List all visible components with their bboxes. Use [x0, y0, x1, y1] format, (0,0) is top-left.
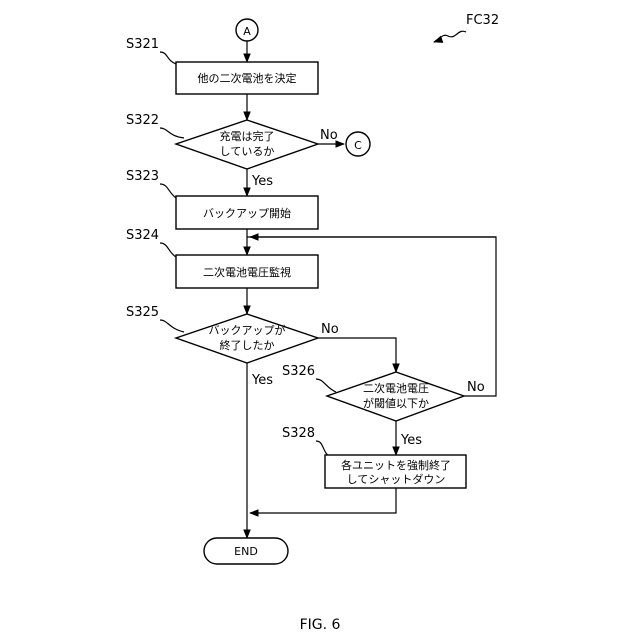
decision-text-s325-line2: 終了したか — [220, 338, 275, 352]
step-label-s322: S322 — [126, 113, 159, 128]
branch-label-s326-yes: Yes — [400, 433, 422, 448]
decision-text-s325-line1: バックアップが — [209, 323, 286, 337]
figure-id: FC32 — [466, 13, 499, 28]
step-label-s326: S326 — [282, 364, 315, 379]
process-text-s324: 二次電池電圧監視 — [203, 265, 291, 279]
branch-label-s322-yes: Yes — [251, 174, 273, 189]
figure-id-pointer — [434, 31, 466, 42]
step-label-s323: S323 — [126, 169, 159, 184]
branch-label-s325-no: No — [321, 322, 339, 337]
branch-label-s322-no: No — [320, 128, 338, 143]
decision-text-s322-line2: しているか — [220, 145, 275, 158]
decision-text-s326-line1: 二次電池電圧 — [363, 381, 429, 395]
figure-caption: FIG. 6 — [300, 617, 341, 633]
step-label-s328: S328 — [282, 426, 315, 441]
decision-text-s326-line2: が閾値以下か — [363, 396, 429, 410]
end-terminator-text: END — [234, 545, 258, 558]
branch-label-s326-no: No — [467, 380, 485, 395]
step-label-s324: S324 — [126, 228, 159, 243]
connector-a-label: A — [243, 25, 251, 38]
process-text-s328-line2: してシャットダウン — [347, 472, 446, 486]
step-label-s325: S325 — [126, 305, 159, 320]
step-label-s321: S321 — [126, 37, 159, 52]
decision-text-s322-line1: 充電は完了 — [220, 129, 275, 143]
process-text-s328-line1: 各ユニットを強制終了 — [341, 458, 451, 472]
process-text-s323: バックアップ開始 — [203, 206, 291, 220]
process-text-s321: 他の二次電池を決定 — [198, 71, 297, 85]
branch-label-s325-yes: Yes — [251, 373, 273, 388]
connector-c-label: C — [354, 139, 362, 152]
